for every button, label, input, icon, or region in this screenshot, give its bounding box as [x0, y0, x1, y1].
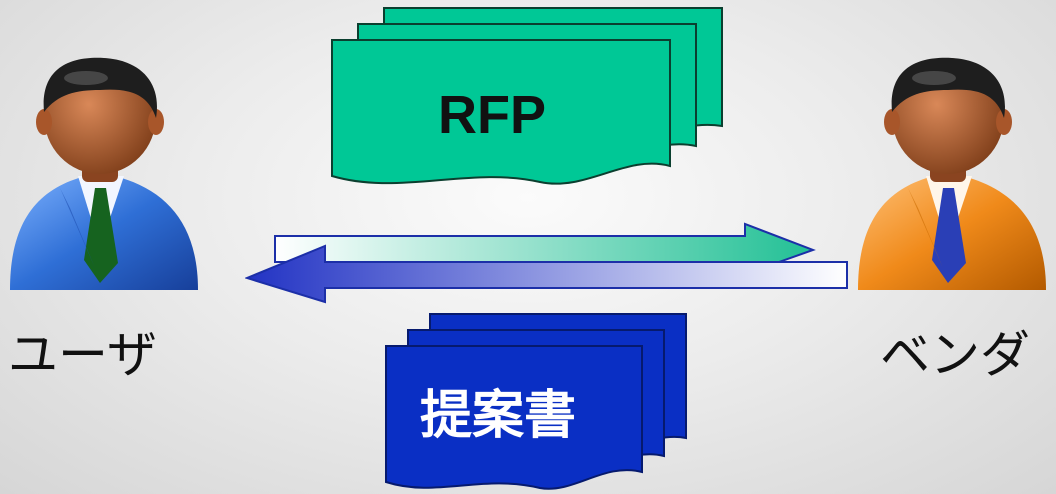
- vendor-icon: [848, 48, 1056, 290]
- proposal-document-stack: [384, 312, 690, 494]
- vendor-label: ベンダ: [880, 326, 1030, 384]
- arrow-to-user: [245, 244, 848, 304]
- rfp-document-label: RFP: [438, 85, 546, 145]
- exchange-arrows: [245, 222, 855, 304]
- rfp-document-stack: [330, 6, 726, 194]
- proposal-document-label: 提案書: [420, 386, 577, 446]
- user-label: ユーザ: [8, 326, 157, 384]
- user-icon: [0, 48, 208, 290]
